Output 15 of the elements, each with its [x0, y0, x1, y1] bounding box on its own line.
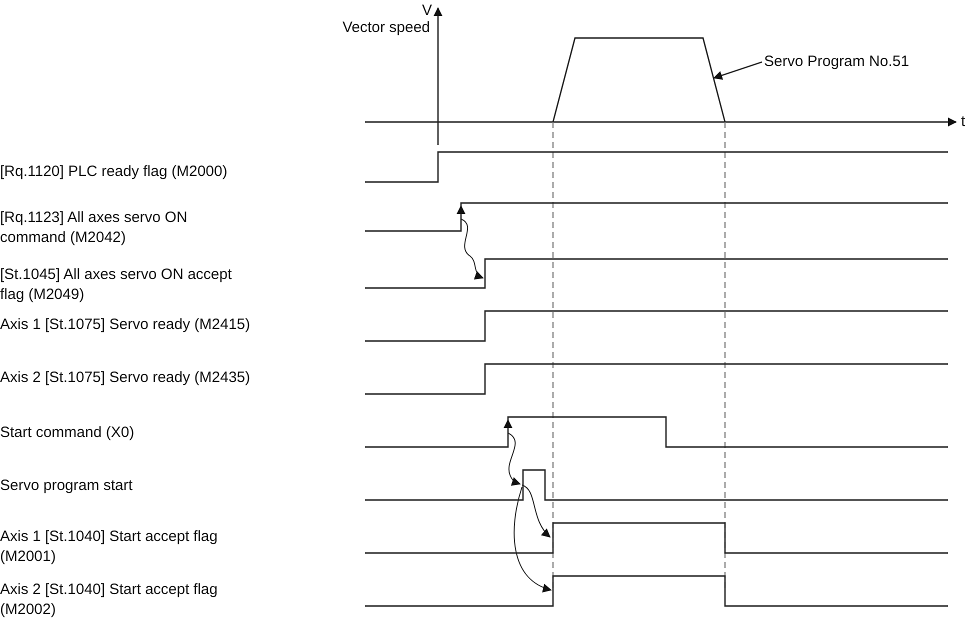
- signal-label: [Rq.1120] PLC ready flag (M2000): [0, 162, 228, 182]
- callout-label: Servo Program No.51: [764, 52, 910, 72]
- signal-label: Axis 1 [St.1075] Servo ready (M2415): [0, 315, 252, 335]
- axis-label: Vector speed: [341, 18, 430, 38]
- velocity-curve: [552, 37, 726, 122]
- axis-label: V: [422, 1, 434, 21]
- signal-label: Axis 2 [St.1075] Servo ready (M2435): [0, 368, 252, 388]
- leader-line: [713, 61, 762, 80]
- signal-label: Start command (X0): [0, 423, 136, 443]
- axis-label: t: [961, 112, 966, 132]
- signal-label: Axis 2 [St.1040] Start accept flag (M2002): [0, 580, 219, 620]
- signal-label: [St.1045] All axes servo ON accept flag (M2049): [0, 265, 233, 305]
- signal-label: Servo program start: [0, 476, 134, 496]
- signal-label: Axis 1 [St.1040] Start accept flag (M2001): [0, 527, 219, 567]
- signal-label: [Rq.1123] All axes servo ON command (M2042): [0, 208, 188, 248]
